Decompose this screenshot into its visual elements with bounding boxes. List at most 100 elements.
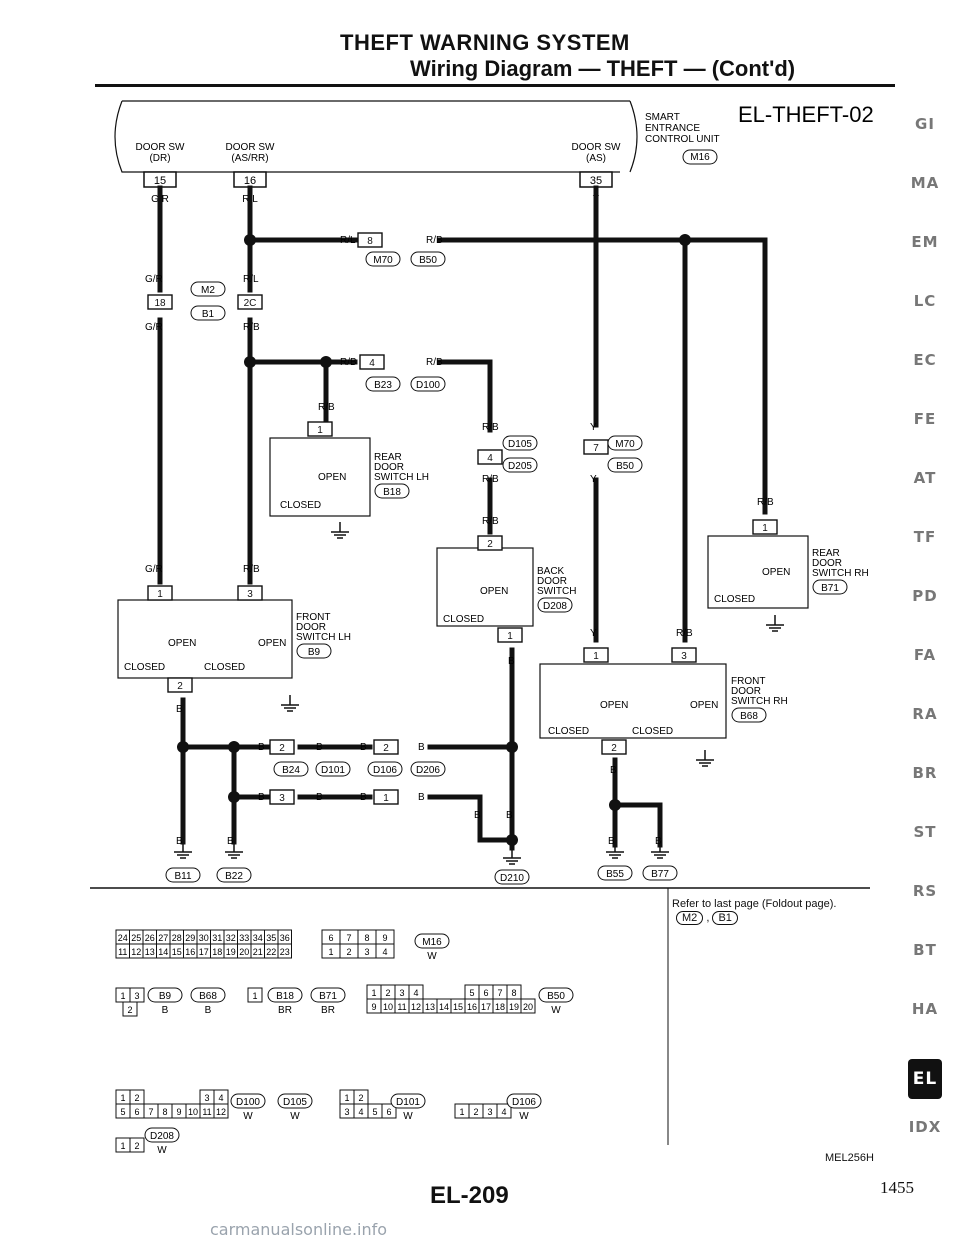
conn-badge: B1: [202, 309, 215, 320]
conn-badge-outline: [315, 761, 351, 777]
pin-box: [601, 739, 627, 755]
conn-badge: D205: [508, 461, 532, 472]
conn-cell-number: 1: [371, 988, 376, 998]
conn-badge-outline: [190, 305, 226, 321]
side-tab-lc[interactable]: LC: [913, 292, 937, 310]
wire-color-label: B: [176, 836, 183, 847]
view-badge: D100: [236, 1097, 260, 1108]
conn-cell-number: 3: [134, 991, 139, 1001]
conn-cell-number: 8: [511, 988, 516, 998]
conn-cell-number: 4: [382, 947, 387, 957]
switch-name: DOOR: [731, 686, 761, 697]
side-tab-fe[interactable]: FE: [913, 410, 937, 428]
switch-name: FRONT: [731, 676, 765, 687]
conn-cell-number: 25: [131, 933, 141, 943]
side-tab-gi[interactable]: GI: [915, 115, 935, 133]
view-badge: D101: [396, 1097, 420, 1108]
side-tab-ma[interactable]: MA: [910, 174, 940, 192]
side-tab-at[interactable]: AT: [913, 469, 937, 487]
wire-color-label: Y: [590, 474, 597, 485]
conn-cell-number: 12: [411, 1002, 421, 1012]
view-color: BR: [321, 1005, 335, 1016]
conn-cell-number: 30: [199, 933, 209, 943]
view-badge-outline: [414, 933, 450, 949]
pin-box: [167, 677, 193, 693]
side-tab-st[interactable]: ST: [913, 823, 937, 841]
conn-badge: B68: [740, 711, 758, 722]
conn-badge-outline: [502, 435, 538, 451]
side-tab-tf[interactable]: TF: [913, 528, 937, 546]
conn-cell-number: 17: [199, 947, 209, 957]
wire-color-label: B: [474, 810, 481, 821]
conn-badge-outline: [537, 597, 573, 613]
pin-box: [583, 647, 609, 663]
side-tab-fa[interactable]: FA: [913, 646, 937, 664]
view-color: W: [427, 951, 437, 962]
side-tab-el[interactable]: EL: [908, 1059, 942, 1099]
conn-cell-number: 33: [239, 933, 249, 943]
switch-state-closed: CLOSED: [124, 662, 165, 673]
conn-badge: B24: [282, 765, 300, 776]
conn-cell-number: 8: [162, 1107, 167, 1117]
conn-cell: [277, 943, 292, 959]
conn-cell-number: 2: [358, 1093, 363, 1103]
conn-cell-number: 3: [364, 947, 369, 957]
pin-number: 7: [593, 443, 599, 454]
side-tab-bt[interactable]: BT: [913, 941, 937, 959]
conn-cell-number: 12: [131, 947, 141, 957]
svg-text:SMART: SMART: [645, 112, 680, 123]
pin-box: [357, 232, 383, 248]
side-tab-br[interactable]: BR: [912, 764, 938, 782]
side-tab-em[interactable]: EM: [911, 233, 939, 251]
pin-number: 3: [279, 793, 285, 804]
conn-badge: M70: [373, 255, 393, 266]
wire-color-label: B: [418, 742, 425, 753]
pin-box: [373, 739, 399, 755]
conn-cell-number: 26: [145, 933, 155, 943]
conn-cell-number: 2: [134, 1093, 139, 1103]
side-tab-ra[interactable]: RA: [912, 705, 938, 723]
wire-color-label: B: [506, 810, 513, 821]
conn-cell-number: 15: [172, 947, 182, 957]
conn-cell-number: 2: [346, 947, 351, 957]
side-tab-ec[interactable]: EC: [913, 351, 937, 369]
pin-box: [373, 789, 399, 805]
pin-box: [752, 519, 778, 535]
conn-cell-number: 14: [439, 1002, 449, 1012]
view-color: B: [162, 1005, 169, 1016]
pin-box: [237, 585, 263, 601]
conn-cell-number: 34: [253, 933, 263, 943]
side-tab-idx[interactable]: IDX: [908, 1118, 942, 1136]
conn-badge-outline: [367, 761, 403, 777]
refer-note: Refer to last page (Foldout page).: [672, 898, 837, 910]
diagram-code: EL-THEFT-02: [738, 102, 874, 127]
conn-cell-number: 7: [148, 1107, 153, 1117]
wire-color-label: Y: [590, 628, 597, 639]
wire-color-label: R/B: [318, 402, 335, 413]
view-badge-outline: [144, 1127, 180, 1143]
side-tab-ha[interactable]: HA: [911, 1000, 939, 1018]
view-color: W: [243, 1111, 253, 1122]
unit-pin-number: 15: [154, 175, 166, 187]
conn-badge: B11: [174, 871, 191, 882]
pin-box: [497, 627, 523, 643]
side-tab-rs[interactable]: RS: [912, 882, 938, 900]
switch-state-open: OPEN: [480, 586, 508, 597]
conn-cell-number: 4: [413, 988, 418, 998]
wire-color-label: R/B: [676, 628, 693, 639]
conn-cell-number: 27: [158, 933, 168, 943]
view-badge: B50: [547, 991, 565, 1002]
wire-color-label: B: [608, 836, 615, 847]
wire-color-label: B: [418, 792, 425, 803]
conn-cell: [213, 1103, 229, 1119]
side-tab-pd[interactable]: PD: [912, 587, 938, 605]
view-badge: M16: [422, 937, 442, 948]
switch-name: DOOR: [296, 622, 326, 633]
conn-cell-number: 22: [266, 947, 276, 957]
conn-badge: B77: [651, 869, 669, 880]
title-rule: [95, 84, 895, 87]
wire-color-label: B: [176, 704, 183, 715]
pin-number: 1: [157, 589, 163, 600]
conn-cell-number: 9: [371, 1002, 376, 1012]
pin-box: [269, 789, 295, 805]
